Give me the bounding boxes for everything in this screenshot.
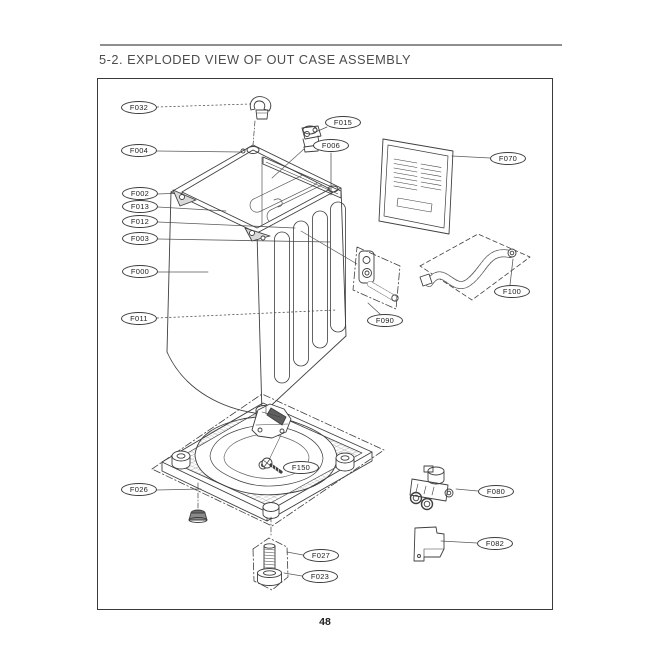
foot-pad [188,482,208,523]
callout-f032: F032 [121,101,157,114]
callout-f015: F015 [325,116,361,129]
base-bracket [251,403,292,439]
page-number: 48 [319,616,331,628]
content-frame [97,78,553,610]
page-title: 5-2. EXPLODED VIEW OF OUT CASE ASSEMBLY [99,52,412,67]
callout-f002: F002 [122,187,158,200]
callout-f000: F000 [122,265,158,278]
pump-assembly [352,246,401,310]
callout-f026: F026 [121,483,157,496]
exploded-diagram [151,96,531,591]
callout-f090: F090 [367,314,403,327]
screw-part [261,434,283,474]
mount-bracket [413,526,445,562]
callout-f012: F012 [122,215,158,228]
callout-f100: F100 [494,285,530,298]
callout-f011: F011 [121,312,157,325]
callout-f003: F003 [122,232,158,245]
callout-f023: F023 [302,570,338,583]
callout-f082: F082 [477,537,513,550]
callout-f006: F006 [313,139,349,152]
callout-f004: F004 [121,144,157,157]
hinge-part [271,125,322,179]
leg-bolt [252,516,289,591]
callout-f027: F027 [303,549,339,562]
title-rule [100,44,562,46]
callout-f013: F013 [122,200,158,213]
top-clip-part [249,96,272,146]
out-case-cabinet [166,144,358,415]
callout-f150: F150 [283,461,319,474]
rear-panel [378,138,454,235]
base-assembly [151,393,385,591]
callout-f070: F070 [490,152,526,165]
callout-f080: F080 [478,485,514,498]
inlet-valve [409,465,454,511]
drain-hose [419,233,531,301]
